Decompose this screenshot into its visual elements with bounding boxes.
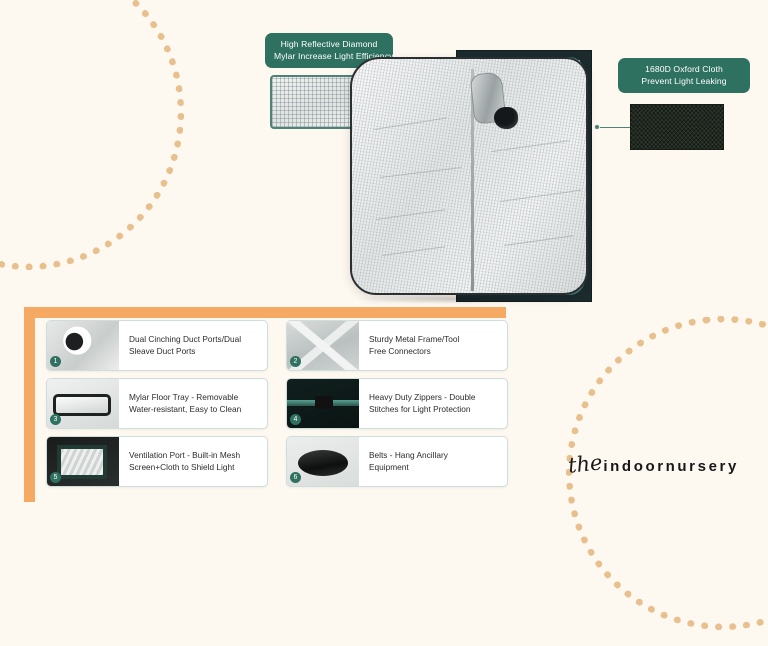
feature-row: 3 Mylar Floor Tray - Removable Water-res… <box>46 378 508 429</box>
logo-name-word: indoornursery <box>603 458 739 475</box>
feature-1-line1: Dual Cinching Duct Ports/Dual <box>129 334 242 344</box>
zipper-thumb: 4 <box>287 379 359 428</box>
tent-reflective-body <box>350 57 588 295</box>
feature-5-line1: Ventilation Port - Built-in Mesh <box>129 450 241 460</box>
features-panel: 1 Dual Cinching Duct Ports/Dual Sleave D… <box>24 307 508 502</box>
fabric-fold <box>499 189 582 202</box>
callout-label-oxford: 1680D Oxford Cloth Prevent Light Leaking <box>618 58 750 93</box>
callout-label-mylar: High Reflective Diamond Mylar Increase L… <box>265 33 393 68</box>
feature-4-line1: Heavy Duty Zippers - Double <box>369 392 476 402</box>
feature-6-line2: Equipment <box>369 461 409 472</box>
feature-row: 1 Dual Cinching Duct Ports/Dual Sleave D… <box>46 320 508 371</box>
tent-door-seam <box>471 69 474 291</box>
feature-badge-5: 5 <box>50 472 61 483</box>
feature-4-line2: Stitches for Light Protection <box>369 403 471 414</box>
fabric-fold <box>491 140 570 152</box>
fabric-fold <box>373 117 448 130</box>
feature-badge-2: 2 <box>290 356 301 367</box>
fabric-fold <box>503 235 574 246</box>
vent-port-thumb: 5 <box>47 437 119 486</box>
oxford-cloth-swatch <box>630 104 724 150</box>
product-image-grow-tent <box>338 42 606 304</box>
duct-port-thumb: 1 <box>47 321 119 370</box>
feature-text-6: Belts - Hang Ancillary Equipment <box>359 450 507 473</box>
feature-text-2: Sturdy Metal Frame/Tool Free Connectors <box>359 334 507 357</box>
hotspot-dot-oxford <box>594 124 600 130</box>
feature-card-6[interactable]: 6 Belts - Hang Ancillary Equipment <box>286 436 508 487</box>
fabric-fold <box>379 167 462 178</box>
callout-mylar-line1: High Reflective Diamond <box>280 39 378 49</box>
brand-logo: the indoornursery <box>566 450 739 478</box>
feature-text-4: Heavy Duty Zippers - Double Stitches for… <box>359 392 507 415</box>
fabric-fold <box>375 209 446 220</box>
feature-5-line2: Screen+Cloth to Shield Light <box>129 461 235 472</box>
feature-text-1: Dual Cinching Duct Ports/Dual Sleave Duc… <box>119 334 267 357</box>
metal-frame-thumb: 2 <box>287 321 359 370</box>
callout-oxford-line2: Prevent Light Leaking <box>641 75 727 86</box>
feature-1-line2: Sleave Duct Ports <box>129 345 196 356</box>
panel-frame-top-bar <box>24 307 506 318</box>
feature-card-1[interactable]: 1 Dual Cinching Duct Ports/Dual Sleave D… <box>46 320 268 371</box>
diamond-mylar-swatch <box>270 75 362 129</box>
feature-card-3[interactable]: 3 Mylar Floor Tray - Removable Water-res… <box>46 378 268 429</box>
duct-port-cap <box>494 107 518 129</box>
feature-2-line1: Sturdy Metal Frame/Tool <box>369 334 460 344</box>
leader-line-oxford <box>598 127 630 128</box>
feature-badge-1: 1 <box>50 356 61 367</box>
logo-script-word: the <box>566 450 604 478</box>
belt-thumb: 6 <box>287 437 359 486</box>
feature-card-5[interactable]: 5 Ventilation Port - Built-in Mesh Scree… <box>46 436 268 487</box>
feature-3-line2: Water-resistant, Easy to Clean <box>129 403 242 414</box>
fabric-fold <box>381 246 446 256</box>
feature-badge-3: 3 <box>50 414 61 425</box>
decorative-dotted-arc-top-left <box>0 0 205 291</box>
feature-card-2[interactable]: 2 Sturdy Metal Frame/Tool Free Connector… <box>286 320 508 371</box>
feature-badge-6: 6 <box>290 472 301 483</box>
feature-card-4[interactable]: 4 Heavy Duty Zippers - Double Stitches f… <box>286 378 508 429</box>
panel-frame-left-bar <box>24 307 35 502</box>
feature-3-line1: Mylar Floor Tray - Removable <box>129 392 239 402</box>
feature-text-3: Mylar Floor Tray - Removable Water-resis… <box>119 392 267 415</box>
feature-row: 5 Ventilation Port - Built-in Mesh Scree… <box>46 436 508 487</box>
feature-2-line2: Free Connectors <box>369 345 431 356</box>
feature-6-line1: Belts - Hang Ancillary <box>369 450 448 460</box>
feature-text-5: Ventilation Port - Built-in Mesh Screen+… <box>119 450 267 473</box>
floor-tray-thumb: 3 <box>47 379 119 428</box>
product-shadow <box>354 294 554 304</box>
callout-mylar-line2: Mylar Increase Light Efficiency <box>274 50 394 61</box>
feature-badge-4: 4 <box>290 414 301 425</box>
callout-oxford-line1: 1680D Oxford Cloth <box>645 64 723 74</box>
feature-grid: 1 Dual Cinching Duct Ports/Dual Sleave D… <box>46 320 508 494</box>
